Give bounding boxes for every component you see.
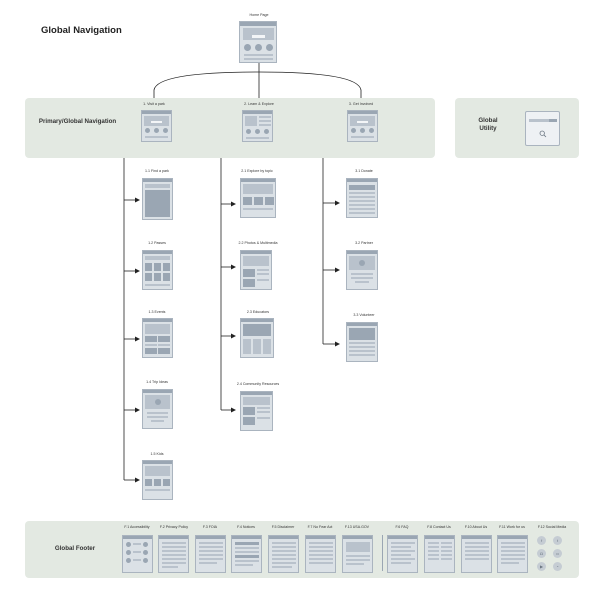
- footer-page-label: F.5 Disclaimer: [271, 525, 295, 529]
- donate-thumbnail[interactable]: [346, 178, 378, 218]
- footer-page-label: F.8 Contact Us: [427, 525, 451, 529]
- connector-home-branch: [153, 71, 260, 105]
- footer-page-thumbnail[interactable]: [158, 535, 189, 573]
- footer-page-label: F.4 Notices: [237, 525, 255, 529]
- col-label: 3. Get Involved: [348, 102, 374, 106]
- home-page-label: Home Page: [249, 13, 269, 17]
- footer-page-thumbnail[interactable]: [424, 535, 455, 573]
- search-icon[interactable]: [539, 130, 547, 138]
- col-label: 2. Learn & Explore: [244, 102, 274, 106]
- volunteer-thumbnail[interactable]: [346, 322, 378, 362]
- explore-by-topic-thumbnail[interactable]: [240, 178, 276, 218]
- find-a-park-thumbnail[interactable]: [142, 178, 173, 220]
- child-label: 1.5 Kids: [150, 452, 164, 456]
- twitter-icon[interactable]: t: [553, 536, 562, 545]
- footer-page-thumbnail[interactable]: [195, 535, 226, 573]
- footer-page-label: F.7 No Fear Act: [307, 525, 333, 529]
- footer-page-label: F.2 Privacy Policy: [159, 525, 189, 529]
- photos-multimedia-thumbnail[interactable]: [240, 250, 272, 290]
- partner-thumbnail[interactable]: [346, 250, 378, 290]
- footer-page-thumbnail[interactable]: [268, 535, 299, 573]
- flickr-icon[interactable]: ••: [553, 549, 562, 558]
- home-page-thumbnail[interactable]: [239, 21, 277, 63]
- child-label: 2.4 Community Resources: [236, 382, 280, 386]
- footer-page-thumbnail[interactable]: [497, 535, 528, 573]
- child-label: 1.2 Passes: [148, 241, 166, 245]
- child-label: 2.2 Photos & Multimedia: [238, 241, 278, 245]
- rss-icon[interactable]: ◔: [553, 562, 562, 571]
- get-involved-thumbnail[interactable]: [347, 110, 378, 142]
- footer-page-thumbnail[interactable]: [342, 535, 373, 573]
- footer-page-thumbnail[interactable]: [387, 535, 418, 573]
- footer-divider: [382, 535, 383, 571]
- learn-explore-thumbnail[interactable]: [242, 110, 273, 142]
- global-footer-label: Global Footer: [54, 545, 96, 552]
- child-label: 2.1 Explore by topic: [241, 169, 273, 173]
- social-media-label: F.12 Social Media: [537, 525, 567, 529]
- child-label: 3.3 Volunteer: [353, 313, 375, 317]
- footer-page-label: F.13 USA.GOV: [344, 525, 370, 529]
- youtube-icon[interactable]: ▶: [537, 562, 546, 571]
- primary-navigation-label: Primary/Global Navigation: [38, 118, 117, 125]
- child-label: 1.3 Events: [148, 310, 166, 314]
- footer-page-thumbnail[interactable]: [122, 535, 153, 573]
- community-resources-thumbnail[interactable]: [240, 391, 273, 431]
- connector-home-branch: [258, 71, 362, 105]
- footer-page-thumbnail[interactable]: [461, 535, 492, 573]
- footer-page-label: F.10 About Us: [464, 525, 488, 529]
- footer-page-label: F.1 Accessibility: [124, 525, 150, 529]
- search-utility-box[interactable]: [525, 111, 560, 146]
- child-label: 3.2 Partner: [355, 241, 373, 245]
- child-label: 3.1 Donate: [355, 169, 373, 173]
- footer-page-label: F.6 FAQ: [395, 525, 409, 529]
- instagram-icon[interactable]: ◘: [537, 549, 546, 558]
- footer-page-thumbnail[interactable]: [231, 535, 262, 573]
- child-label: 1.4 Trip Ideas: [146, 380, 168, 384]
- visit-a-park-thumbnail[interactable]: [141, 110, 172, 142]
- kids-thumbnail[interactable]: [142, 460, 173, 500]
- educators-thumbnail[interactable]: [240, 318, 274, 358]
- events-thumbnail[interactable]: [142, 318, 173, 358]
- footer-page-thumbnail[interactable]: [305, 535, 336, 573]
- child-label: 2.3 Educators: [246, 310, 270, 314]
- facebook-icon[interactable]: f: [537, 536, 546, 545]
- child-label: 1.1 Find a park: [145, 169, 169, 173]
- col-label: 1. Visit a park: [143, 102, 165, 106]
- trip-ideas-thumbnail[interactable]: [142, 389, 173, 429]
- page-title: Global Navigation: [41, 25, 122, 36]
- passes-thumbnail[interactable]: [142, 250, 173, 290]
- footer-page-label: F.11 Work for us: [499, 525, 525, 529]
- global-utility-label: Global Utility: [478, 117, 498, 132]
- footer-page-label: F.3 FOIA: [202, 525, 218, 529]
